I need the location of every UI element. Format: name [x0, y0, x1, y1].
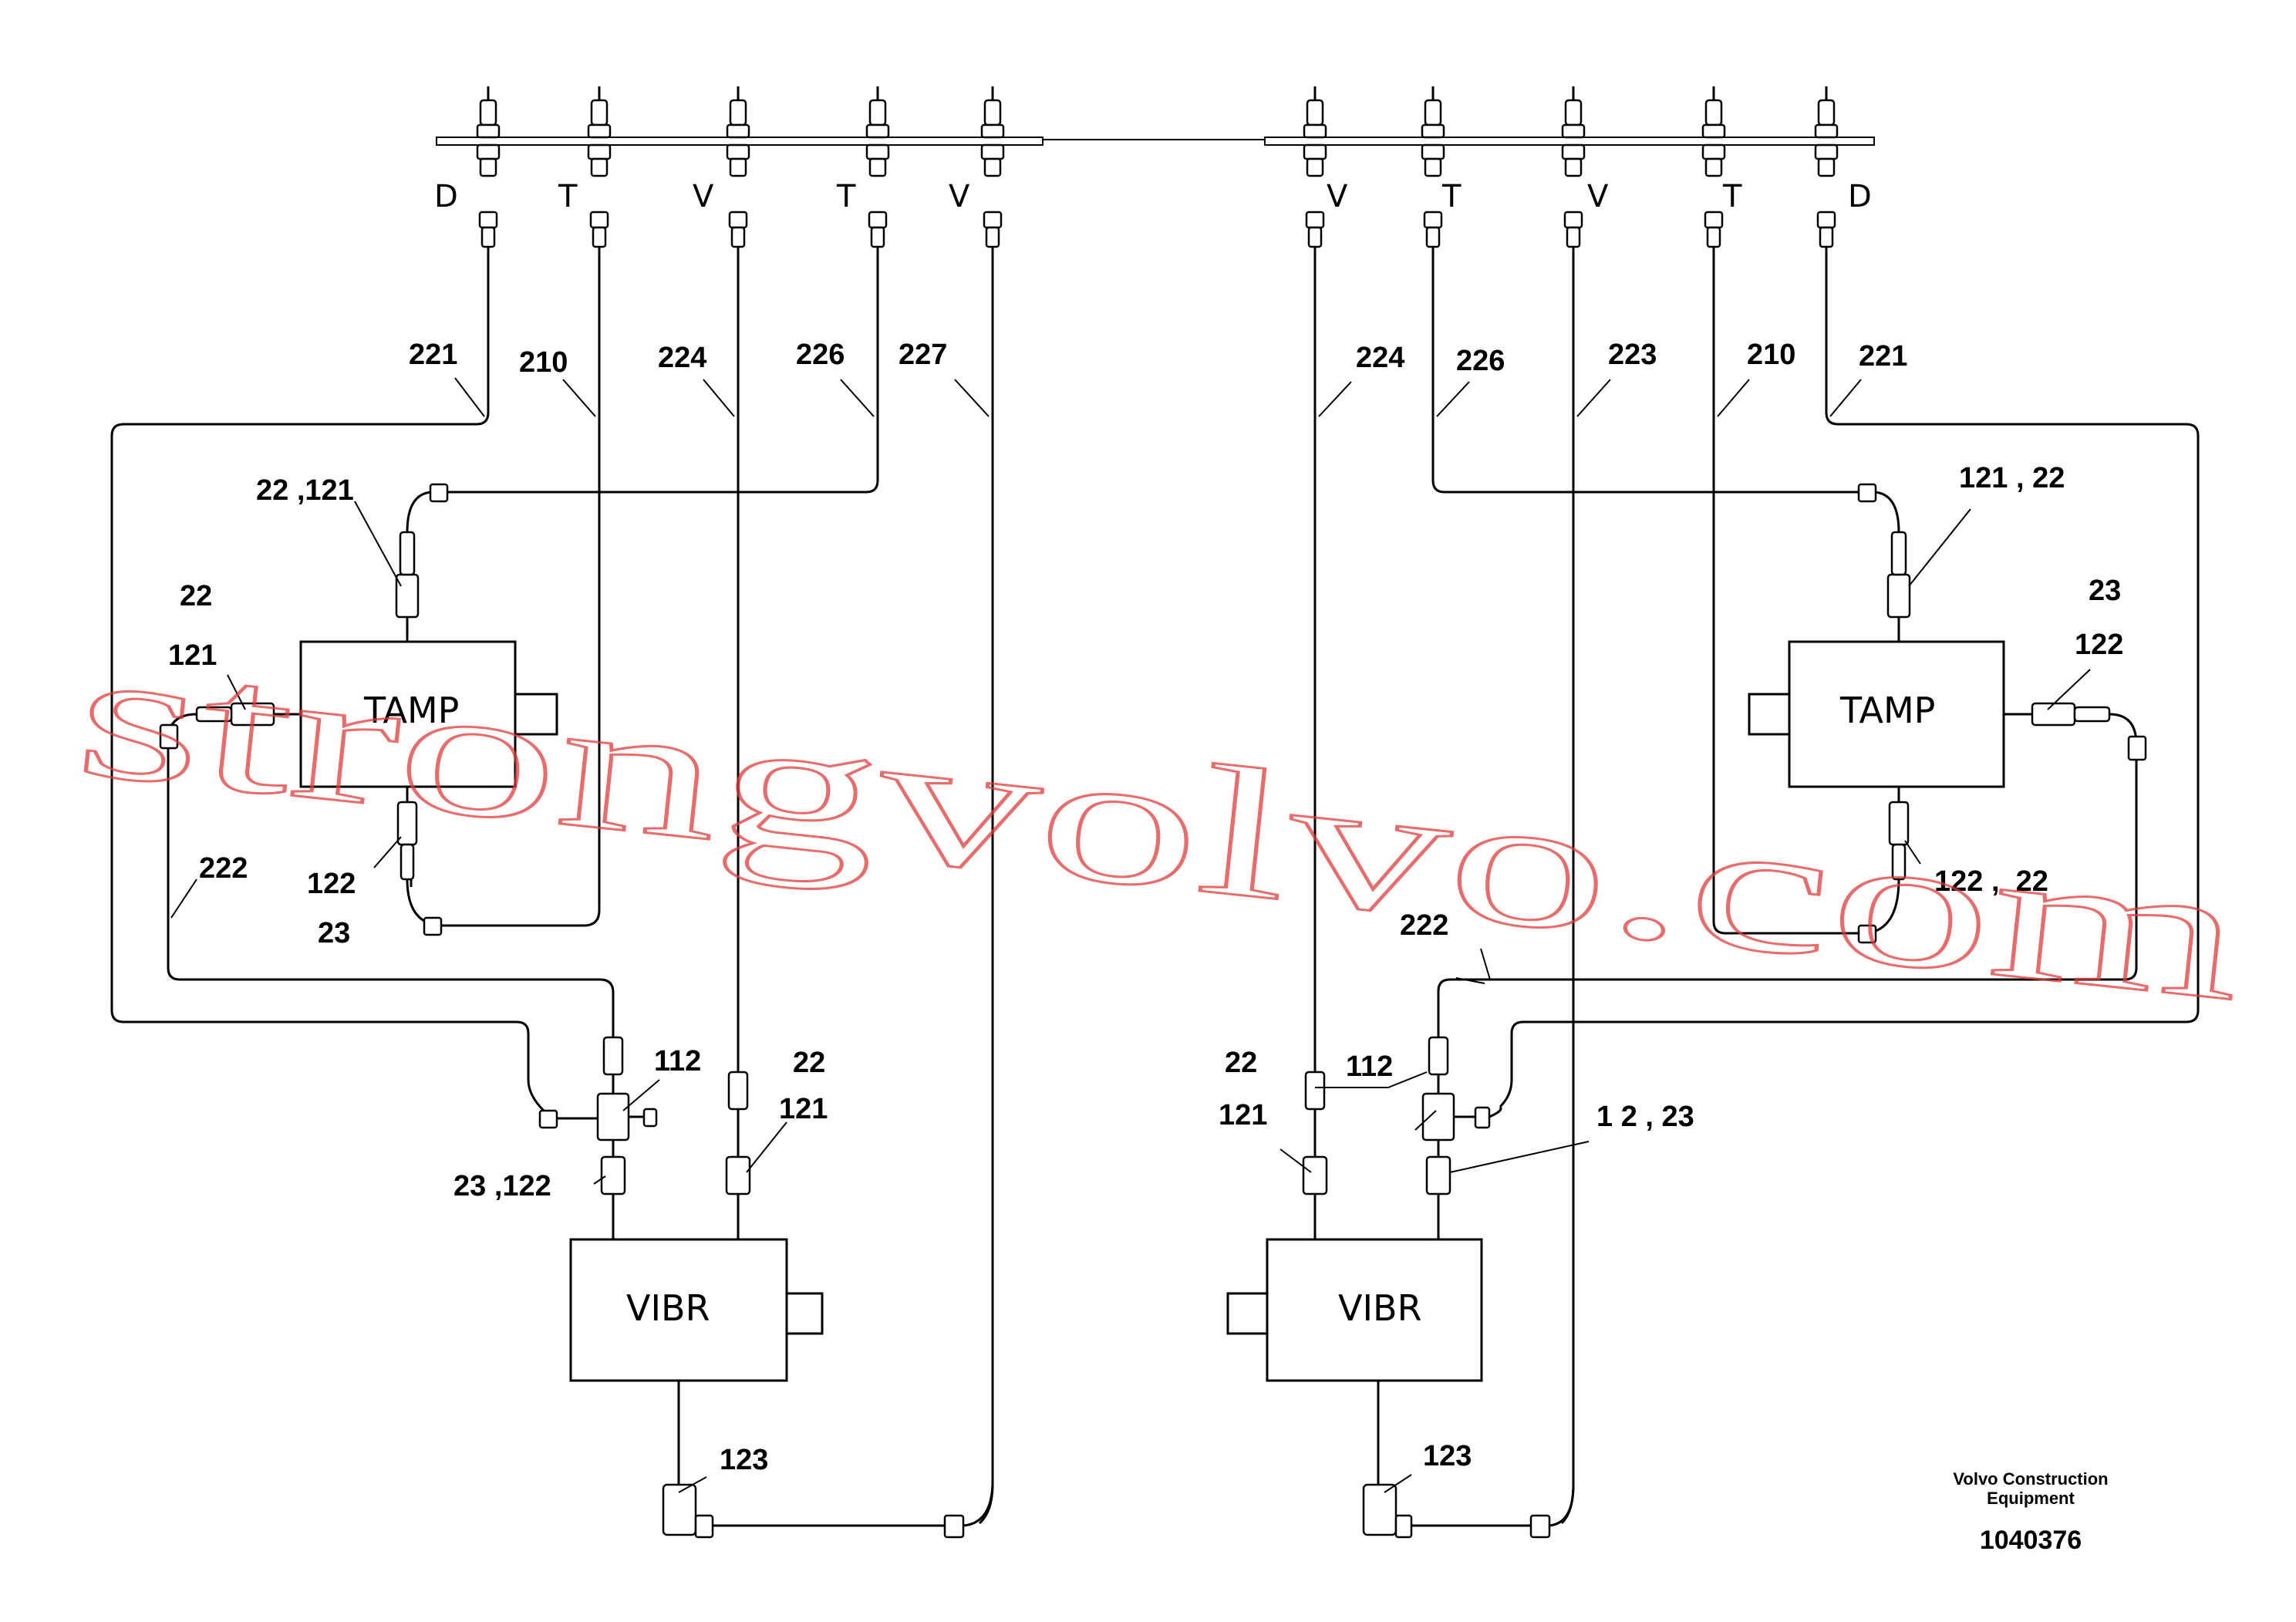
callout-label: 226 [796, 339, 845, 371]
callout-label: 222 [1400, 909, 1448, 942]
tamp-box-right: TAMP [1748, 640, 2005, 788]
callout-label: 23 ,122 [453, 1170, 551, 1202]
callout-label: 210 [519, 346, 568, 379]
credit-line: Equipment [1987, 1489, 2075, 1508]
fittings-right [1302, 483, 2147, 1539]
hose-callouts-right: 224 226 223 210 221 [1356, 339, 1907, 377]
callout-label: 22 [793, 1047, 825, 1079]
vibr-label: VIBR [626, 1287, 710, 1329]
manifold-fitting [1303, 86, 1327, 248]
tamp-label: TAMP [363, 690, 459, 731]
callout-label: 23 [318, 917, 350, 949]
callout-label: 224 [658, 342, 706, 374]
manifold-fitting [1701, 86, 1726, 248]
vibr-box-left: VIBR [569, 1238, 824, 1382]
port-label: V [949, 179, 970, 214]
callout-label: 224 [1356, 342, 1404, 374]
callout-label: 123 [720, 1444, 768, 1476]
callout-label: 121 , 22 [1959, 462, 2065, 494]
manifold-fitting [587, 86, 612, 248]
manifold-fitting [1561, 86, 1586, 248]
port-label: V [693, 179, 714, 214]
port-label: T [836, 179, 856, 214]
vibr-box-right: VIBR [1226, 1238, 1483, 1382]
vibr-label: VIBR [1338, 1287, 1422, 1329]
manifold-fitting [980, 86, 1005, 248]
callout-label: 22 ,121 [256, 474, 354, 507]
tamp-box-left: TAMP [299, 640, 558, 788]
port-label: T [558, 179, 578, 214]
leader-lines [170, 377, 2091, 1493]
manifold-fitting [726, 86, 750, 248]
callout-label: 121 [779, 1093, 828, 1125]
fittings-left [159, 483, 994, 1539]
manifold-fitting [865, 86, 890, 248]
callout-label: 22 [180, 580, 212, 612]
callout-label: 123 [1423, 1440, 1472, 1472]
callout-label: 121 [168, 639, 217, 672]
credit-line: Volvo Construction [1953, 1469, 2108, 1489]
callout-label: 112 [1346, 1050, 1393, 1083]
callouts-right: 121 , 22 23 122 122 , 22 222 22 112 121 … [1219, 462, 2123, 1472]
port-label: V [1587, 179, 1609, 214]
manifold-right [1264, 137, 1875, 146]
port-label: T [1722, 179, 1742, 214]
port-label: V [1327, 179, 1348, 214]
port-label: D [434, 179, 458, 214]
hose-callouts-left: 221 210 224 226 227 [409, 339, 947, 379]
port-labels-right: V T V T D [1327, 179, 1872, 214]
callout-label: 226 [1456, 345, 1505, 377]
callout-label: 223 [1608, 339, 1657, 371]
manifold-fitting [476, 86, 501, 248]
callout-label: 227 [899, 339, 947, 371]
manifold-left [436, 137, 1043, 146]
callout-label: 121 [1219, 1099, 1267, 1131]
callout-label: 221 [409, 339, 457, 371]
right-hoses [1313, 247, 2200, 1527]
port-labels-left: D T V T V [434, 179, 970, 214]
callout-label: 222 [199, 852, 248, 885]
credit-block: Volvo Construction Equipment 1040376 [1953, 1469, 2108, 1555]
manifold-fitting [1421, 86, 1445, 248]
document-number: 1040376 [1980, 1526, 2082, 1555]
callout-label: 122 , 22 [1934, 865, 2048, 898]
manifold-fitting [1814, 86, 1839, 248]
callout-label: 122 [2075, 629, 2123, 661]
port-label: D [1848, 179, 1872, 214]
callout-label: 23 [2089, 575, 2121, 607]
callout-label: 210 [1747, 339, 1795, 371]
tamp-label: TAMP [1839, 690, 1935, 731]
callout-label: 22 [1225, 1047, 1257, 1079]
port-label: T [1441, 179, 1462, 214]
callout-label: 1 2 , 23 [1596, 1101, 1694, 1133]
manifold-studs [476, 86, 1839, 248]
callout-label: 112 [654, 1045, 701, 1077]
callout-label: 122 [307, 868, 356, 900]
callouts-left: 22 ,121 22 121 122 23 222 112 22 121 23 … [168, 474, 828, 1476]
left-hoses [110, 247, 994, 1527]
callout-label: 221 [1859, 340, 1907, 373]
